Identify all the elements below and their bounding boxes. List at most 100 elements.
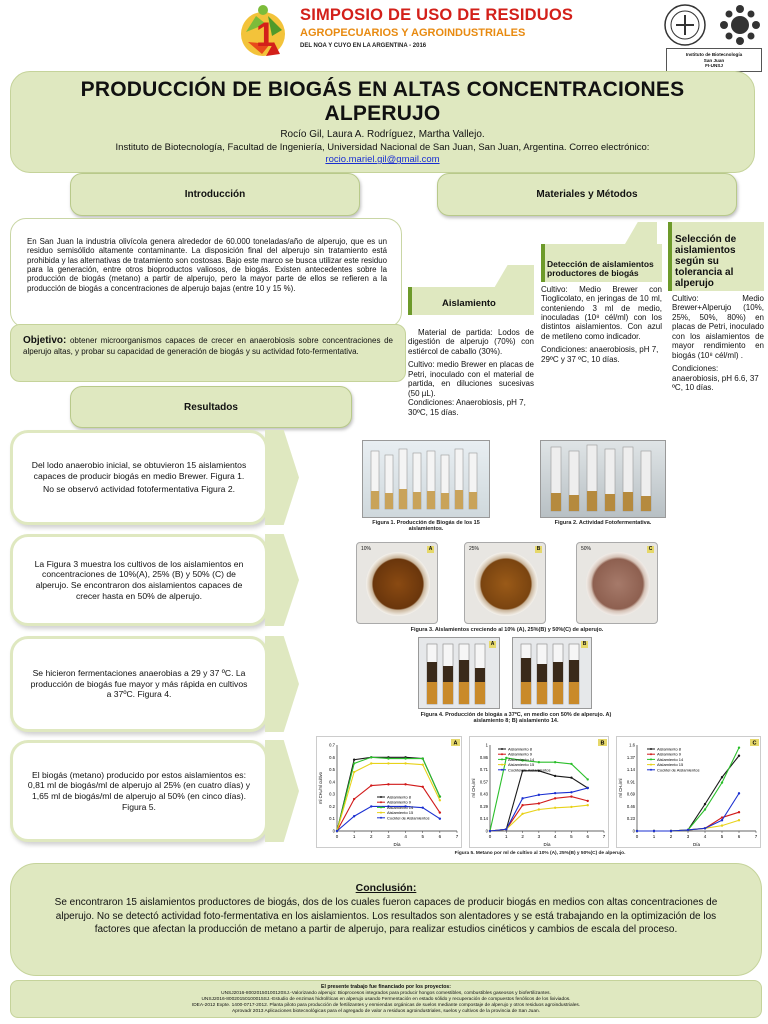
svg-text:1: 1	[256, 16, 275, 54]
y-tick-label: 0.29	[480, 804, 489, 809]
data-point	[505, 756, 508, 760]
legend-marker	[380, 806, 382, 809]
x-tick-label: 0	[489, 834, 492, 839]
plate-label: 10%	[361, 546, 372, 552]
data-point	[387, 762, 390, 765]
institute-box: Instituto de Biotecnología San Juan FI-U…	[666, 48, 762, 72]
x-tick-label: 1	[505, 834, 508, 839]
legend-marker	[501, 768, 503, 771]
y-tick-label: 0.4	[329, 779, 335, 784]
x-tick-label: 7	[456, 834, 459, 839]
y-tick-label: 0	[333, 829, 336, 834]
method-step-3-title: Selección de aislamientos según su toler…	[668, 222, 764, 291]
x-tick-label: 5	[570, 834, 573, 839]
panel-label: B	[535, 546, 542, 553]
results-heading: Resultados	[70, 386, 352, 428]
legend-marker	[650, 753, 652, 756]
data-point	[404, 762, 407, 765]
methods-heading: Materiales y Métodos	[437, 173, 737, 216]
funding-line: UNSJ2016-80020150100120SJ.-Valorizando a…	[221, 990, 551, 996]
symposium-region: DEL NOA Y CUYO EN LA ARGENTINA - 2016	[300, 43, 427, 49]
result-arrow-2	[265, 534, 299, 626]
data-point	[421, 757, 424, 760]
data-point	[421, 806, 424, 809]
method-step-1-title: Aislamiento	[408, 287, 534, 315]
data-point	[570, 805, 573, 809]
x-tick-label: 5	[721, 834, 724, 839]
figure-2-photo	[540, 440, 666, 518]
y-tick-label: 0.71	[480, 767, 489, 772]
y-tick-label: 0.86	[480, 755, 489, 760]
x-tick-label: 7	[603, 834, 606, 839]
x-tick-label: 3	[687, 834, 690, 839]
data-point	[521, 804, 524, 807]
result-card-2: La Figura 3 muestra los cultivos de los …	[10, 534, 268, 626]
panel-label-box	[750, 739, 759, 746]
data-point	[404, 757, 407, 760]
result-arrow-3	[265, 636, 299, 732]
data-point	[553, 806, 557, 809]
method-step-3-text2: Condiciones: anaerobiosis, pH 6.6, 37 ºC…	[672, 364, 759, 392]
data-point	[703, 808, 707, 811]
series-line	[489, 796, 588, 832]
poster-email[interactable]: rocio.mariel.gil@gmail.com	[325, 154, 440, 166]
data-point	[438, 799, 442, 802]
data-point	[404, 783, 407, 786]
data-point	[537, 793, 541, 797]
data-point	[404, 805, 407, 808]
panel-label: A	[489, 641, 496, 648]
x-axis-label: Día	[693, 842, 701, 847]
y-tick-label: 1.14	[627, 767, 636, 772]
legend-marker	[380, 811, 382, 814]
data-point	[537, 808, 541, 811]
y-axis-label: ml CH₄/ml cultivo	[318, 771, 323, 804]
biotech-logo-icon	[720, 5, 760, 45]
data-point	[570, 762, 573, 766]
data-point	[421, 763, 424, 766]
data-point	[553, 791, 557, 795]
panel-label: A	[427, 546, 434, 553]
figure-3-plate-a: A 10%	[356, 542, 438, 624]
legend-marker	[501, 748, 503, 750]
data-point	[720, 816, 724, 819]
result-card-1: Del lodo anaerobio inicial, se obtuviero…	[10, 430, 268, 525]
result-arrow-1	[265, 430, 299, 525]
data-point	[737, 746, 741, 749]
data-point	[387, 805, 390, 808]
figure-3-plate-c: C 50%	[576, 542, 658, 624]
recycle-logo-icon: 1	[241, 5, 285, 56]
legend-label: Aislamiento 9	[387, 800, 412, 805]
legend-marker	[650, 768, 652, 771]
figure-3-plate-b: B 25%	[464, 542, 546, 624]
data-point	[537, 802, 541, 805]
method-step-1-text2: Cultivo: medio Brewer en placas de Petri…	[408, 360, 534, 398]
panel-label: C	[647, 546, 654, 553]
intro-heading: Introducción	[70, 173, 360, 216]
legend-label: Cocktel de Aislamientos	[508, 767, 550, 772]
legend-marker	[380, 801, 382, 804]
data-point	[720, 776, 724, 779]
symposium-title: SIMPOSIO DE USO DE RESIDUOS	[300, 6, 574, 24]
panel-label: C	[753, 741, 757, 747]
panel-label-box	[451, 739, 460, 746]
x-tick-label: 6	[738, 834, 741, 839]
petri-dish-icon	[586, 552, 650, 616]
data-point	[737, 819, 741, 822]
x-tick-label: 3	[387, 834, 390, 839]
data-point	[652, 829, 656, 833]
y-tick-label: 0.7	[329, 743, 335, 748]
legend-marker	[501, 758, 503, 761]
x-tick-label: 5	[421, 834, 424, 839]
x-tick-label: 1	[353, 834, 356, 839]
x-tick-label: 3	[538, 834, 541, 839]
y-tick-label: 0.14	[480, 816, 489, 821]
objective-box: Objetivo: obtener microorganismos capace…	[10, 324, 406, 382]
x-tick-label: 2	[521, 834, 524, 839]
y-tick-label: 0.91	[627, 779, 636, 784]
header: 1 SIMPOSIO DE USO DE RESIDUOS AGROPECUAR…	[0, 0, 768, 72]
poster-authors: Rocío Gil, Laura A. Rodríguez, Martha Va…	[280, 129, 485, 141]
legend-label: Cocktel de Aislamientos	[657, 767, 699, 772]
title-panel: PRODUCCIÓN DE BIOGÁS EN ALTAS CONCENTRAC…	[10, 71, 755, 173]
data-point	[553, 774, 557, 778]
